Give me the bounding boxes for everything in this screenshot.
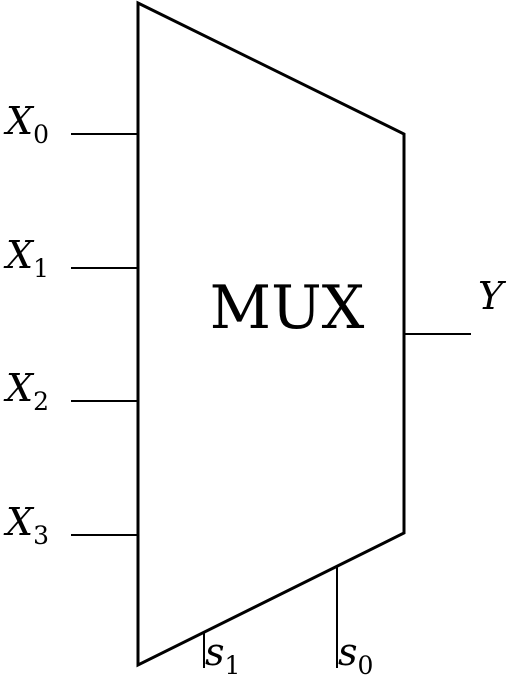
input-label-x2: X2 <box>3 366 49 416</box>
input-label-x1: X1 <box>3 233 49 283</box>
mux-label: MUX <box>210 273 365 343</box>
select-label-s0: s0 <box>338 630 373 679</box>
output-label-y: Y <box>478 274 507 318</box>
input-label-x3: X3 <box>3 500 49 550</box>
mux-body <box>136 0 406 668</box>
input-label-x0: X0 <box>3 99 49 149</box>
select-label-s1: s1 <box>205 630 240 679</box>
